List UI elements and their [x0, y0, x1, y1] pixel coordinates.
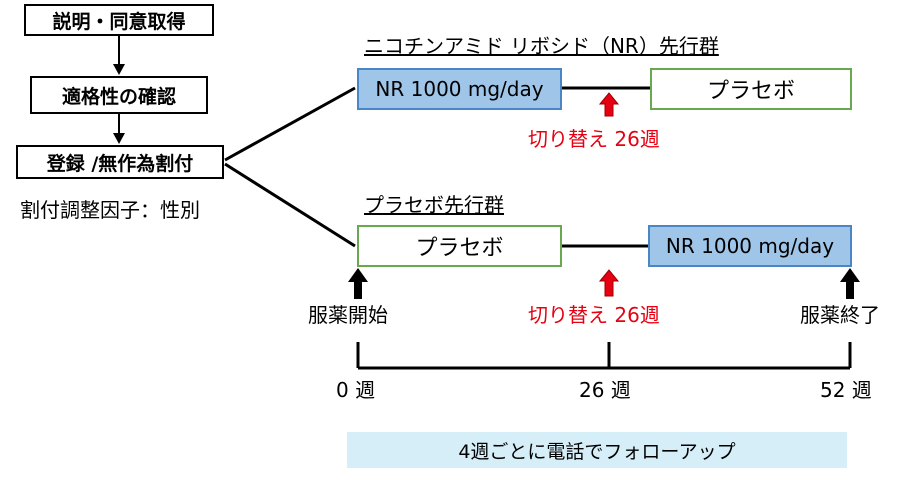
switch-arrow-upper	[598, 92, 620, 117]
end-arrow	[840, 268, 860, 299]
timeline-tick-0: 0 週	[336, 378, 376, 402]
branch-line-upper	[224, 86, 356, 162]
step-consent: 説明・同意取得	[24, 4, 214, 36]
placebo-first-arm-placebo: プラセボ	[357, 225, 562, 267]
nr-first-arm-placebo-label: プラセボ	[706, 79, 795, 104]
nr-first-arm-placebo: プラセボ	[650, 68, 852, 110]
step-consent-label: 説明・同意取得	[52, 10, 186, 33]
timeline-tick-52: 52 週	[820, 378, 872, 402]
nr-first-switch-label: 切り替え 26週	[528, 127, 660, 151]
stratification-factor: 割付調整因子：性別	[20, 198, 200, 222]
dosing-start-label: 服薬開始	[308, 303, 388, 327]
branch-line-lower	[224, 162, 356, 248]
timeline-axis	[356, 342, 852, 370]
followup-banner: 4週ごとに電話でフォローアップ	[347, 432, 847, 468]
placebo-first-arm-nr: NR 1000 mg/day	[648, 225, 852, 267]
nr-first-arm-nr: NR 1000 mg/day	[357, 68, 562, 110]
start-arrow	[348, 268, 368, 299]
nr-first-group-title: ニコチンアミド リボシド（NR）先行群	[364, 34, 719, 58]
timeline-tick-26: 26 週	[579, 378, 631, 402]
nr-first-arm-nr-label: NR 1000 mg/day	[375, 77, 544, 101]
placebo-first-group-title: プラセボ先行群	[364, 193, 504, 217]
dosing-end-label: 服薬終了	[800, 303, 880, 327]
flow-arrow-1	[113, 36, 125, 75]
flow-arrow-2	[113, 114, 125, 144]
step-eligibility: 適格性の確認	[30, 76, 208, 114]
step-randomization: 登録 /無作為割付	[16, 145, 224, 179]
switch-arrow-lower	[598, 269, 620, 297]
followup-banner-label: 4週ごとに電話でフォローアップ	[458, 440, 736, 463]
step-randomization-label: 登録 /無作為割付	[46, 152, 194, 175]
placebo-first-arm-nr-label: NR 1000 mg/day	[665, 234, 835, 258]
step-eligibility-label: 適格性の確認	[61, 85, 176, 108]
placebo-first-switch-label: 切り替え 26週	[528, 303, 660, 327]
placebo-first-arm-placebo-label: プラセボ	[415, 236, 504, 261]
